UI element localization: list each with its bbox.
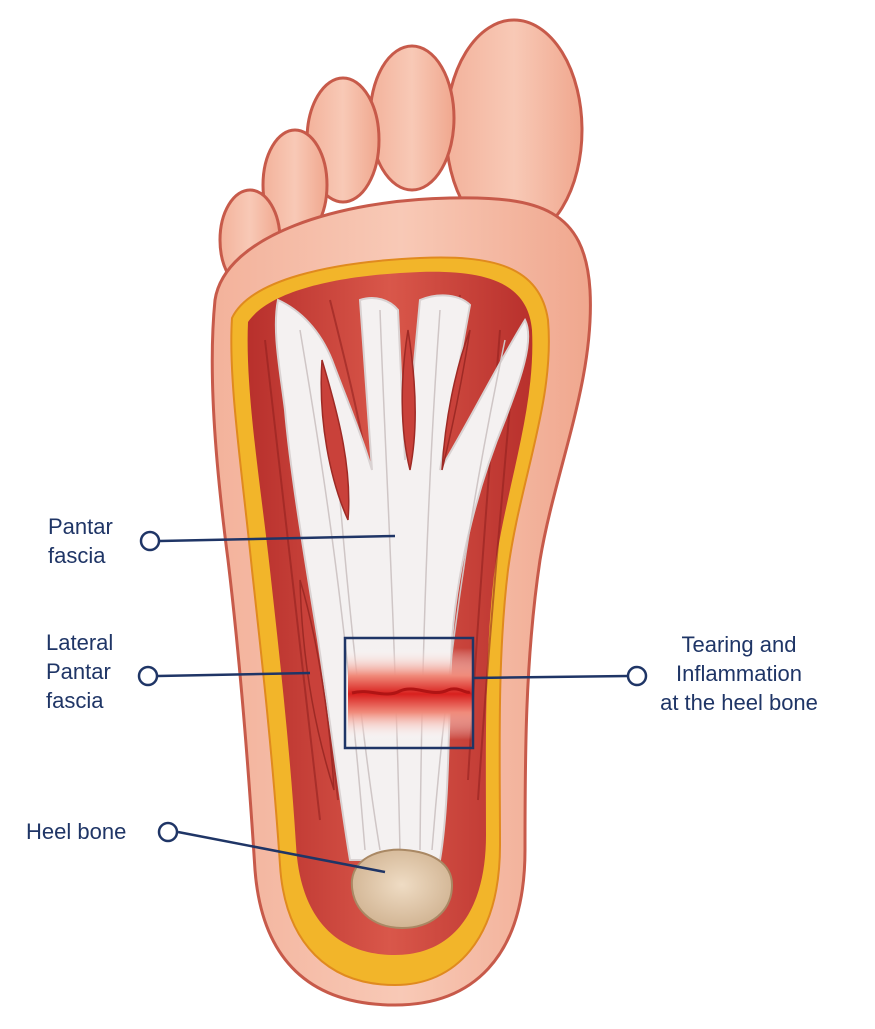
- tear-line: [351, 687, 471, 696]
- second-toe: [368, 44, 456, 192]
- label-line: Inflammation: [676, 661, 802, 686]
- inflammation-band: [348, 648, 472, 740]
- leader-dot-heel: [157, 821, 179, 843]
- label-line: Pantar: [48, 514, 113, 539]
- leader-line-plantar: [159, 534, 396, 543]
- label-line: at the heel bone: [660, 690, 818, 715]
- label-line: Heel bone: [26, 819, 127, 844]
- label-line: fascia: [48, 543, 106, 568]
- leader-line-lateral: [157, 671, 311, 678]
- label-heel-bone: Heel bone: [26, 817, 126, 846]
- label-line: Lateral: [46, 630, 114, 655]
- leader-dot-plantar: [139, 530, 161, 552]
- muscle-slips: [299, 329, 471, 791]
- leader-line-tearing: [472, 674, 629, 680]
- heel-bone: [350, 848, 454, 930]
- label-line: fascia: [46, 688, 104, 713]
- label-tearing-inflammation: Tearing and Inflammation at the heel bon…: [634, 630, 844, 717]
- leader-dot-tearing: [626, 665, 648, 687]
- highlight-box: [343, 636, 475, 750]
- label-line: Pantar: [46, 659, 111, 684]
- leader-dot-lateral: [137, 665, 159, 687]
- leader-lines: [137, 530, 648, 874]
- label-lateral-plantar-fascia: Lateral Pantar fascia: [46, 628, 113, 715]
- label-plantar-fascia: Pantar fascia: [48, 512, 113, 570]
- leader-line-heel: [177, 830, 386, 874]
- label-line: Tearing and: [681, 632, 797, 657]
